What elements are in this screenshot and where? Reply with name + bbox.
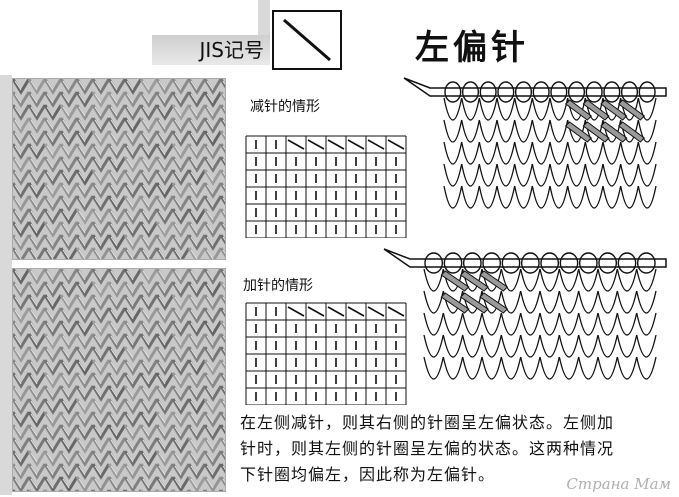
watermark-logo: Страна Мам bbox=[566, 475, 671, 493]
description-line: 针时，则其左侧的针圈呈左偏的状态。这两种情况 bbox=[240, 439, 615, 458]
left-band bbox=[0, 75, 12, 495]
left-slant-symbol-icon bbox=[272, 10, 342, 70]
decrease-caption: 减针的情形 bbox=[250, 99, 320, 115]
decrease-knit-photo bbox=[12, 78, 226, 260]
page-title: 左偏针 bbox=[415, 28, 529, 68]
increase-stitch-illustration bbox=[380, 235, 672, 409]
increase-knit-photo bbox=[12, 268, 226, 492]
increase-caption: 加针的情形 bbox=[243, 278, 313, 294]
decrease-chart bbox=[240, 130, 420, 242]
description-text: 在左侧减针，则其右侧的针圈呈左偏状态。左侧加 针时，则其左侧的针圈呈左偏的状态。… bbox=[240, 410, 670, 488]
description-line: 在左侧减针，则其右侧的针圈呈左偏状态。左侧加 bbox=[240, 413, 615, 432]
increase-chart bbox=[240, 297, 420, 409]
jis-symbol-label: JIS记号 bbox=[152, 35, 270, 65]
top-band bbox=[258, 0, 270, 38]
decrease-stitch-illustration bbox=[400, 62, 672, 234]
description-line: 下针圈均偏左，因此称为左偏针。 bbox=[240, 465, 496, 484]
